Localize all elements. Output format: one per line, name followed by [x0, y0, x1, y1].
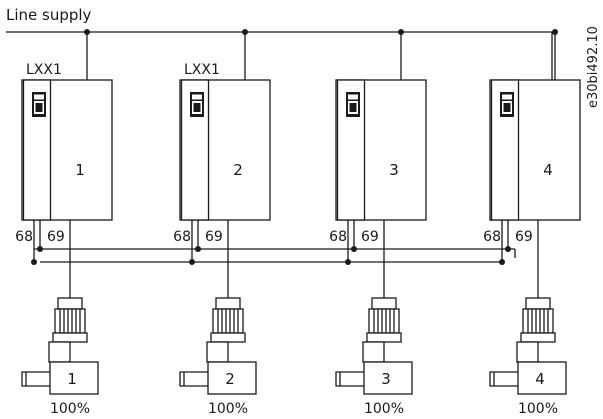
drive-number: 4 [543, 161, 553, 179]
terminal-69-label: 69 [515, 229, 533, 245]
keypad-icon [32, 92, 46, 117]
line-supply-label: Line supply [6, 6, 92, 24]
motor-icon [489, 297, 567, 395]
terminal-69-label: 69 [47, 229, 65, 245]
drive-tag-label: LXX1 [26, 62, 62, 78]
dc-68-junction-dot [345, 259, 351, 265]
supply-junction-dot [398, 29, 404, 35]
keypad-icon [346, 92, 360, 117]
drive-unit-1: LXX1 1 68 69 1 100% [15, 29, 113, 417]
terminal-69-label: 69 [205, 229, 223, 245]
motor-number: 2 [225, 370, 235, 388]
dc-68-junction-dot [189, 259, 195, 265]
drive-number: 3 [389, 161, 399, 179]
motor-number: 3 [381, 370, 391, 388]
figure-code-label: e30bi492.10 [586, 26, 601, 108]
drive-unit-4: 4 68 69 4 100% [483, 29, 581, 417]
terminal-68-label: 68 [329, 229, 347, 245]
supply-junction-dot [84, 29, 90, 35]
drive-unit-2: LXX1 2 68 69 2 100% [173, 29, 271, 417]
dc-69-junction-dot [505, 246, 511, 252]
terminal-68-label: 68 [173, 229, 191, 245]
dc-68-junction-dot [31, 259, 37, 265]
drive-tag-label: LXX1 [184, 62, 220, 78]
motor-icon [335, 297, 413, 395]
terminal-69-label: 69 [361, 229, 379, 245]
drive-number: 2 [233, 161, 243, 179]
motor-load-label: 100% [518, 401, 558, 417]
supply-junction-dot [552, 29, 558, 35]
dc-69-junction-dot [351, 246, 357, 252]
keypad-icon [500, 92, 514, 117]
dc-69-junction-dot [195, 246, 201, 252]
motor-load-label: 100% [50, 401, 90, 417]
motor-number: 1 [67, 370, 77, 388]
drive-number: 1 [75, 161, 85, 179]
terminal-68-label: 68 [15, 229, 33, 245]
terminal-68-label: 68 [483, 229, 501, 245]
dc-69-junction-dot [37, 246, 43, 252]
supply-junction-dot [242, 29, 248, 35]
dc-68-junction-dot [499, 259, 505, 265]
drive-unit-3: 3 68 69 3 100% [329, 29, 427, 417]
drives-layer: LXX1 1 68 69 1 100% LXX1 2 68 69 2 100% 3 68 69 3 100% 4 6… [15, 29, 581, 417]
motor-icon [21, 297, 99, 395]
motor-load-label: 100% [208, 401, 248, 417]
motor-number: 4 [535, 370, 545, 388]
motor-icon [179, 297, 257, 395]
keypad-icon [190, 92, 204, 117]
motor-load-label: 100% [364, 401, 404, 417]
